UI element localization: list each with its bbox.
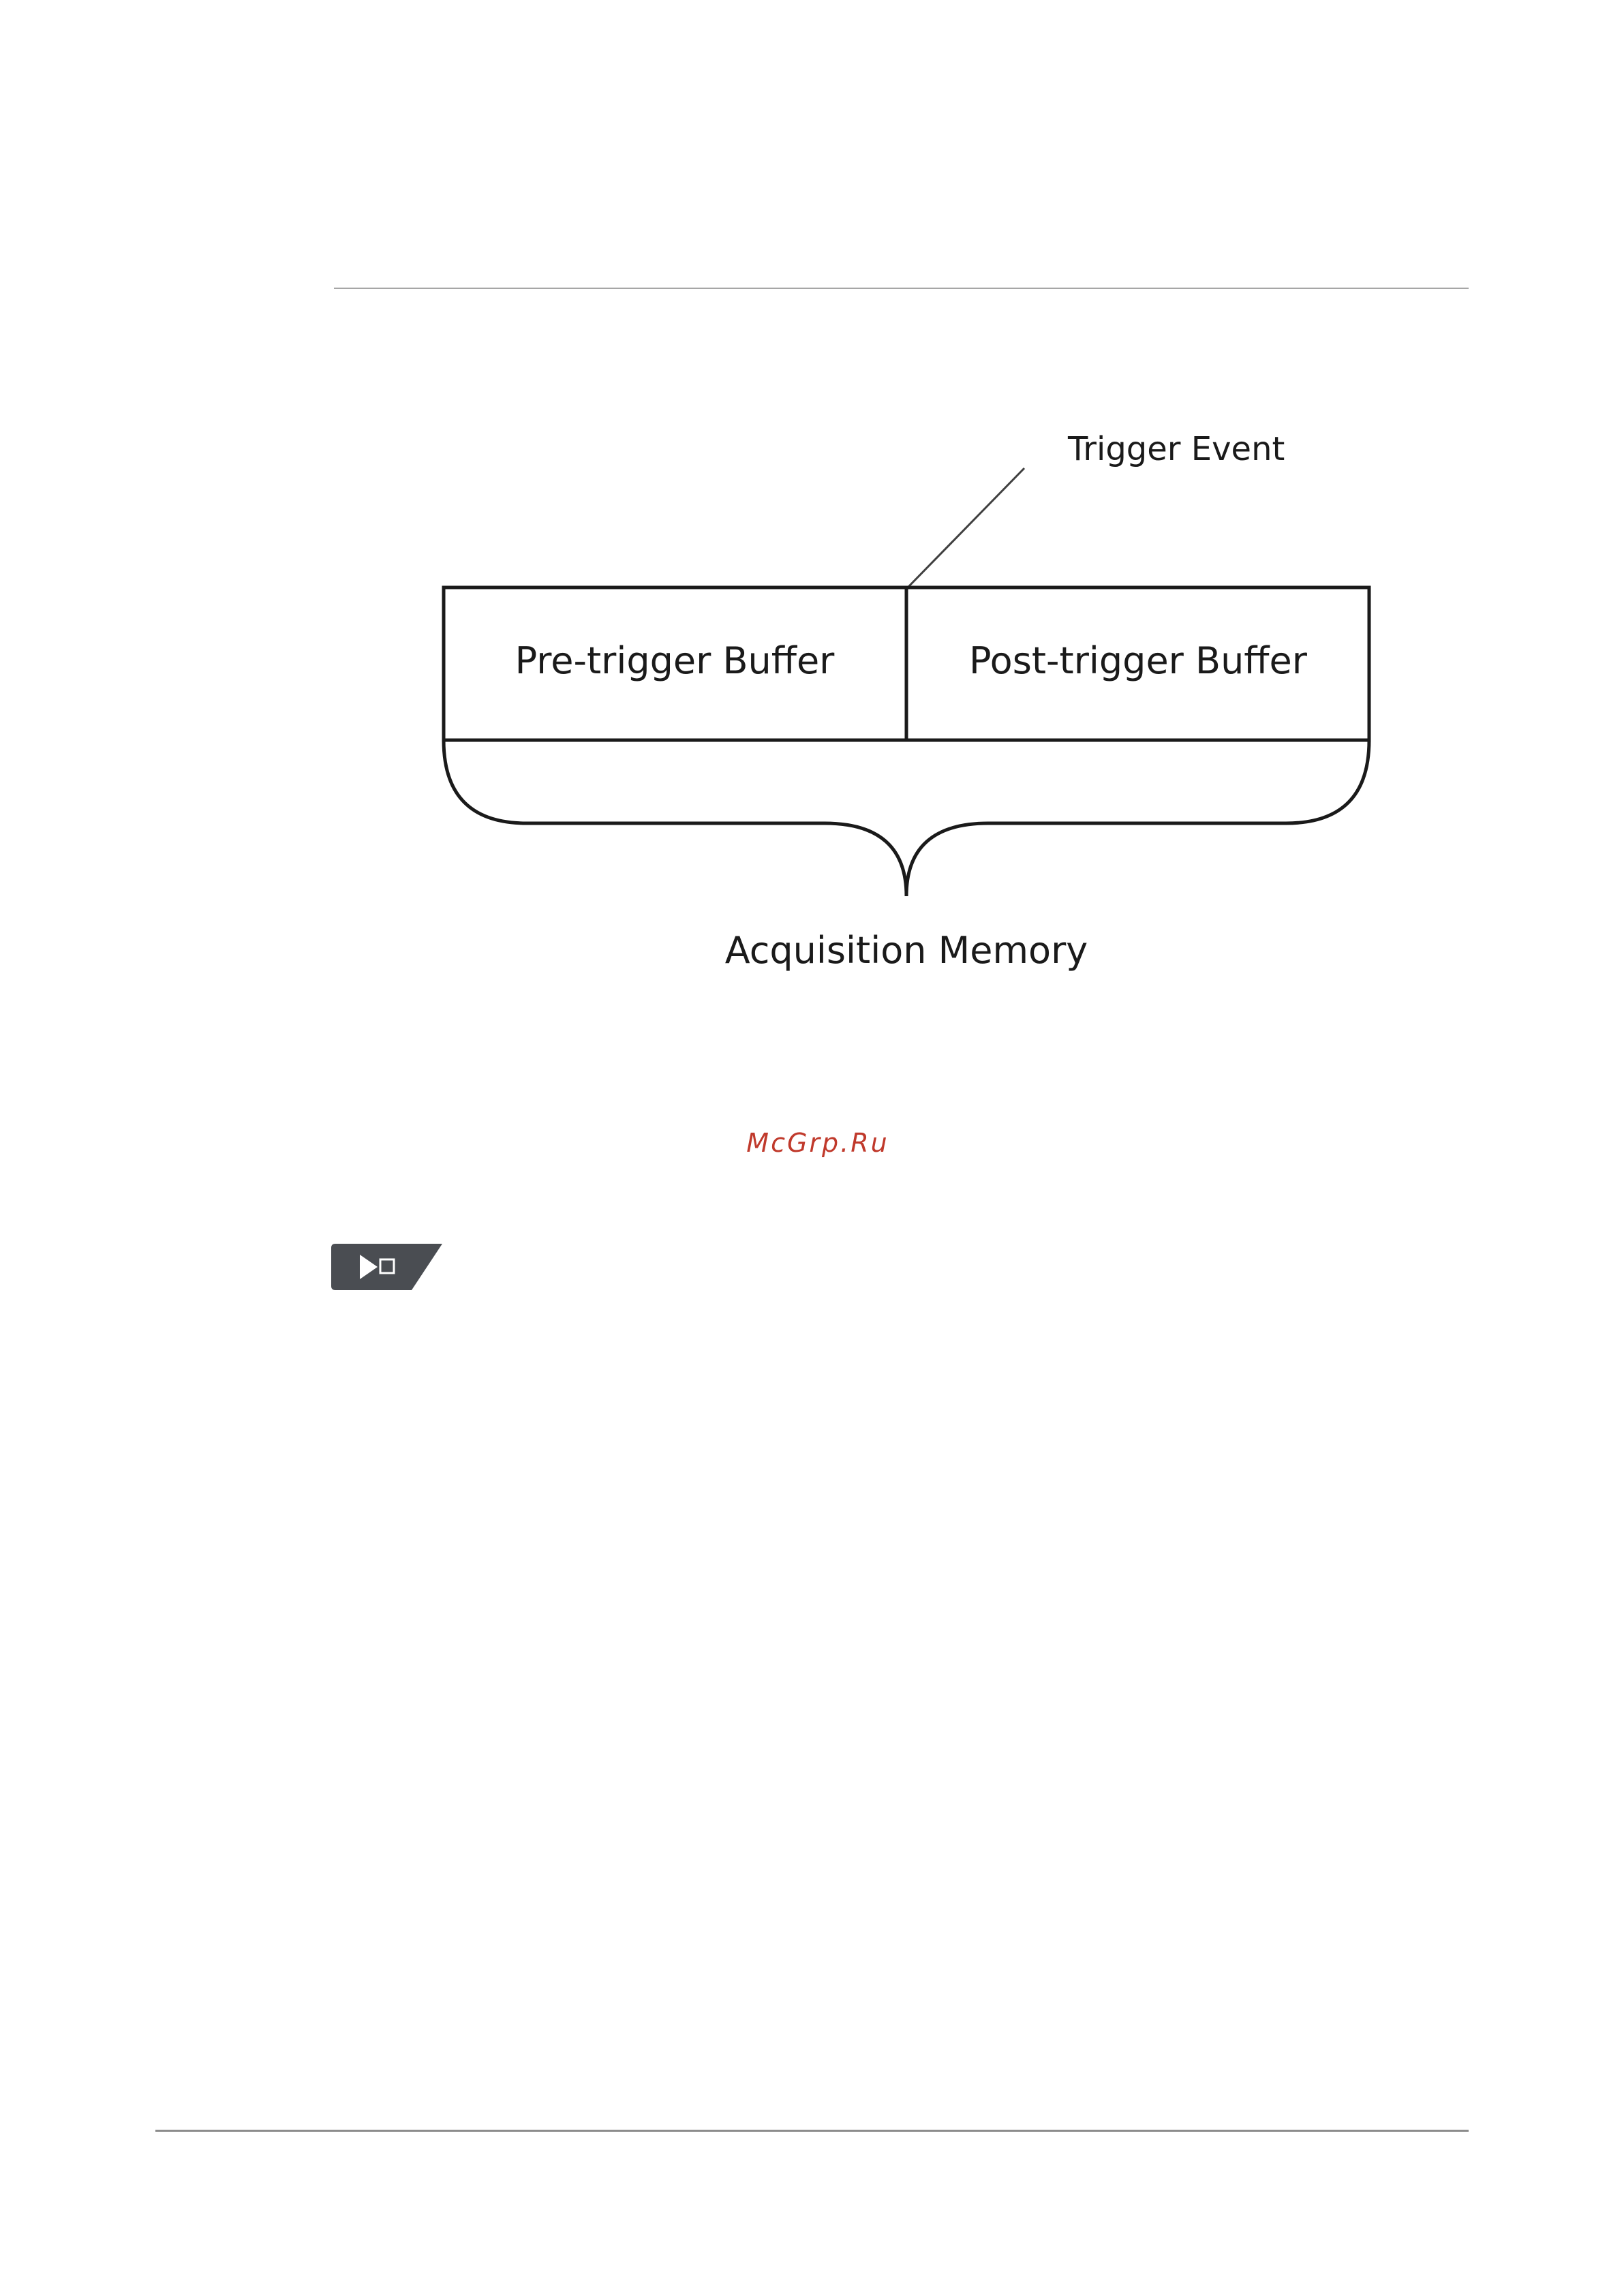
run-stop-key [330, 1242, 444, 1291]
footer-rule [155, 2130, 1469, 2132]
run-stop-key-shape [331, 1244, 442, 1290]
pre-trigger-buffer-label: Pre-trigger Buffer [515, 639, 836, 682]
trigger-event-leader-line [908, 468, 1024, 587]
post-trigger-buffer-label: Post-trigger Buffer [969, 639, 1308, 682]
watermark-text: McGrp.Ru [681, 1128, 954, 1158]
acquisition-memory-label: Acquisition Memory [725, 929, 1088, 972]
trigger-event-label: Trigger Event [1067, 430, 1285, 468]
acquisition-memory-brace [444, 740, 1369, 896]
